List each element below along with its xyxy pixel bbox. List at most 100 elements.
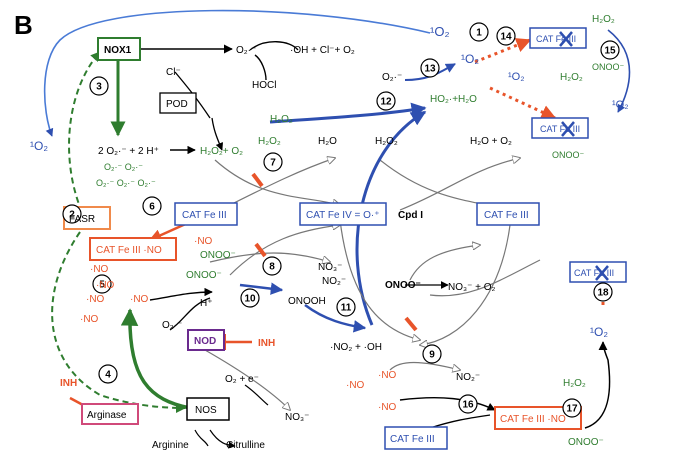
singlet-oxygen-right: ¹O₂ <box>508 71 525 83</box>
inactivation-x-icon <box>559 31 573 47</box>
inactivation-x-icon <box>561 121 575 137</box>
fasr-label: FASR <box>69 214 95 225</box>
catalase-inactivation-marks <box>559 31 609 281</box>
inhibition-bar <box>254 242 267 258</box>
inhibition-bar <box>251 172 264 188</box>
chloride-label: Cl⁻ <box>166 67 181 78</box>
step-marker-13: 13 <box>420 58 440 78</box>
step-number: 12 <box>380 97 392 108</box>
arginase-box <box>81 403 139 425</box>
inh-nod-label: INH <box>258 338 275 349</box>
step-number: 11 <box>341 303 352 314</box>
nod-box <box>187 329 225 351</box>
h2o-label: H₂O <box>318 136 337 147</box>
step-number: 14 <box>500 32 512 43</box>
nos-label: NOS <box>195 405 217 416</box>
onoo-cpd-label: ONOO⁻ <box>385 280 421 291</box>
h2o2-topright: H₂O₂ <box>592 14 615 25</box>
onoo-bottom-right: ONOO⁻ <box>568 437 604 448</box>
no2-label: NO₂⁻ <box>322 276 346 287</box>
nox1-box <box>97 37 141 61</box>
nod-label: NOD <box>194 336 216 347</box>
step-number: 8 <box>269 262 275 273</box>
no3-label: NO₃⁻ <box>318 262 342 273</box>
pod-box <box>159 92 197 114</box>
step-number: 2 <box>69 210 75 221</box>
onoo-mid-right: ONOO⁻ <box>552 150 585 160</box>
onoo-center-label: ONOO⁻ <box>200 250 236 261</box>
oh-cl-o2-label: ·OH + Cl⁻+ O₂ <box>290 45 355 56</box>
onoo-topright: ONOO⁻ <box>592 62 625 72</box>
cat-fe-no-box <box>89 237 177 261</box>
step-number: 9 <box>429 350 435 361</box>
no-cluster: ·NO <box>130 294 149 305</box>
superoxide-top: O₂·⁻ <box>236 45 256 56</box>
cat-fe-no-bottom-label: CAT Fe III ·NO <box>500 414 566 425</box>
superoxide-cluster: O₂·⁻ O₂·⁻ <box>104 162 143 172</box>
step-marker-8: 8 <box>262 256 282 276</box>
step-marker-16: 16 <box>458 394 478 414</box>
h2o2-small: H₂O₂ <box>258 136 281 147</box>
h2o2-cpd: H₂O₂ <box>375 136 398 147</box>
h2o2-right: H₂O₂ <box>560 72 583 83</box>
superoxide-right: O₂·⁻ <box>382 72 402 83</box>
cat-fe3-right-box <box>476 202 540 226</box>
step-marker-3: 3 <box>89 76 109 96</box>
cat-inactivated-box-right <box>569 261 627 283</box>
inhibition-bar <box>404 316 418 332</box>
h2o-o2-label: H₂O + O₂ <box>470 136 512 147</box>
nos-box <box>186 397 230 421</box>
step-marker-18: 18 <box>593 282 613 302</box>
no-bottom: ·NO <box>378 402 397 413</box>
ho2-h2o-label: HO₂·+H₂O <box>430 94 477 105</box>
step-marker-7: 7 <box>263 152 283 172</box>
no-cluster: ·NO <box>86 294 105 305</box>
step-marker-4: 4 <box>98 364 118 384</box>
step-marker-14: 14 <box>496 26 516 46</box>
inactivation-x-icon <box>595 265 609 281</box>
cat-mid-label: CAT Fe III <box>540 124 580 134</box>
no2-oh-label: ·NO₂ + ·OH <box>330 342 382 353</box>
step-marker-9: 9 <box>422 344 442 364</box>
h2o2-mid: H₂O₂ <box>270 114 293 125</box>
no-label: ·NO <box>194 236 213 247</box>
cat-fe3-right-label: CAT Fe III <box>484 210 529 221</box>
step-marker-15: 15 <box>600 40 620 60</box>
singlet-oxygen-mid: ¹O₂ <box>461 52 479 66</box>
step-number: 15 <box>604 46 616 57</box>
singlet-oxygen-top: ¹O₂ <box>430 24 450 39</box>
inh-arginase-label: INH <box>60 378 77 389</box>
step-marker-10: 10 <box>240 288 260 308</box>
cat-fe-no-label: CAT Fe III ·NO <box>96 245 162 256</box>
arginase-label: Arginase <box>87 410 127 421</box>
no-cluster: ·NO <box>80 314 99 325</box>
no2-bottom-label: NO₂⁻ <box>456 372 480 383</box>
no3-bottom-label: NO₃⁻ <box>285 412 309 423</box>
dismutation-label: 2 O₂·⁻ + 2 H⁺ <box>98 146 159 157</box>
cat-fe4-label: CAT Fe IV = O·⁺ <box>306 210 380 221</box>
cat-right-label: CAT Fe III <box>574 268 614 278</box>
connectors <box>43 9 631 449</box>
step-marker-17: 17 <box>562 398 582 418</box>
step-marker-1: 1 <box>469 22 489 42</box>
cat-top-label: CAT Fe III <box>536 34 576 44</box>
pod-label: POD <box>166 99 188 110</box>
no-bottom: ·NO <box>346 380 365 391</box>
step-number: 10 <box>244 294 256 305</box>
superoxide-cluster: O₂·⁻ O₂·⁻ O₂·⁻ <box>96 178 156 188</box>
no-cluster: ·NO <box>96 280 115 291</box>
step-number: 1 <box>476 28 482 39</box>
h2o2-bottom-right: H₂O₂ <box>563 378 586 389</box>
cat-fe3-bottom-label: CAT Fe III <box>390 434 435 445</box>
step-number: 4 <box>105 370 111 381</box>
cat-fe3-label: CAT Fe III <box>182 210 227 221</box>
step-marker-11: 11 <box>336 297 356 317</box>
cat-fe3-box <box>174 202 238 226</box>
no-cluster: ·NO <box>90 264 109 275</box>
singlet-oxygen-left: ¹O₂ <box>30 139 48 153</box>
h2o2-o2-label: H₂O₂+ O₂ <box>200 146 243 157</box>
cat-fe-no-bottom-box <box>494 406 582 430</box>
h-plus-label: H⁺ <box>200 298 213 309</box>
